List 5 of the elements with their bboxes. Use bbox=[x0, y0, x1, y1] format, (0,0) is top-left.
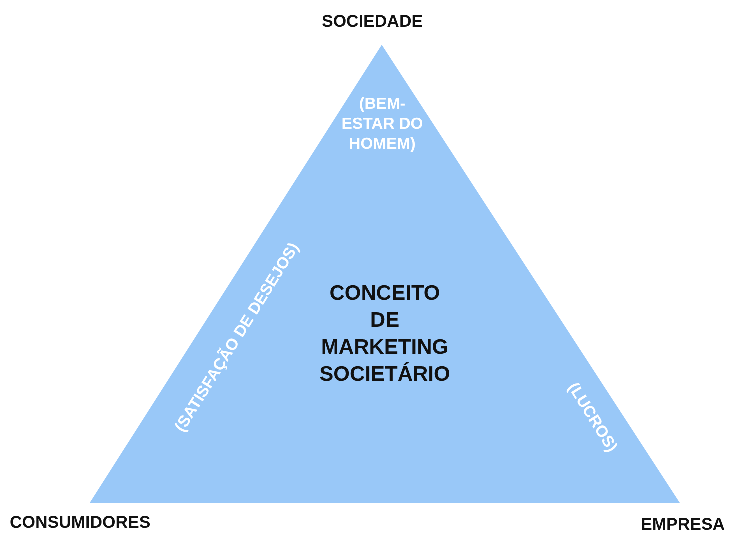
corner-label: CONSUMIDORES bbox=[10, 513, 151, 533]
corner-label: SOCIEDADE bbox=[322, 12, 424, 32]
side-note: (BEM-ESTAR DO HOMEM) bbox=[340, 95, 424, 155]
corner-label: EMPRESA bbox=[641, 515, 726, 535]
center-title: CONCEITO DE MARKETING SOCIETÁRIO bbox=[318, 281, 452, 388]
